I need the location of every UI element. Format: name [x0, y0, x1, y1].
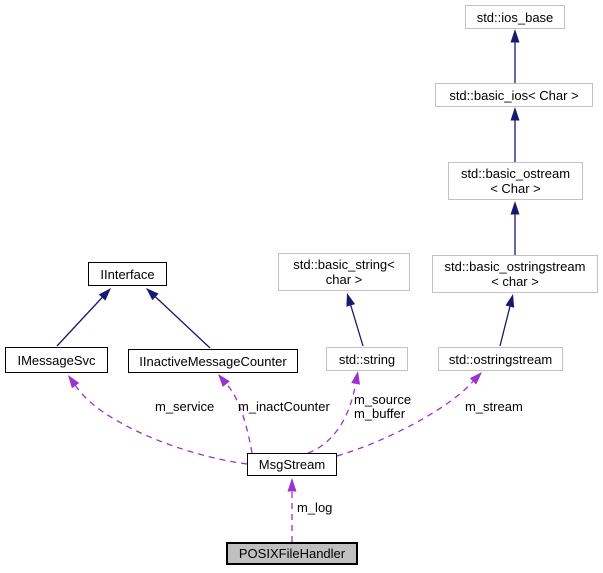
edge-posixfilehandler-to-msgstream [287, 478, 297, 542]
node-msgstream[interactable]: MsgStream [247, 453, 337, 476]
edge-iinactivemessagecounter-to-iinterface [146, 288, 211, 349]
edge-label-m-inactcounter: m_inactCounter [238, 399, 330, 414]
node-iinterface[interactable]: IInterface [88, 262, 167, 286]
node-std-basic-ostringstream: std::basic_ostringstream < char > [432, 255, 598, 293]
edge-msgstream-to-string [307, 371, 360, 454]
edge-msgstream-to-imessagesvc [68, 375, 248, 465]
node-iinactivemessagecounter[interactable]: IInactiveMessageCounter [128, 349, 298, 373]
edge-label-m-log: m_log [297, 500, 333, 515]
edge-string-to-basic-string [346, 293, 364, 347]
node-imessagesvc[interactable]: IMessageSvc [5, 347, 108, 373]
node-std-basic-ostream: std::basic_ostream < Char > [448, 162, 583, 200]
node-std-ostringstream: std::ostringstream [438, 347, 563, 371]
edge-imessagesvc-to-iinterface [56, 288, 111, 347]
edge-basic-ostream-to-basic-ios [510, 107, 520, 162]
node-std-ios-base: std::ios_base [465, 5, 565, 29]
edge-ostringstream-to-basic-ostringstream [499, 294, 515, 347]
node-std-basic-ios: std::basic_ios< Char > [435, 83, 593, 107]
edge-basic-ostringstream-to-basic-ostream [510, 201, 520, 255]
edge-basic-ios-to-ios-base [510, 29, 520, 83]
edge-label-m-stream: m_stream [465, 399, 523, 414]
node-std-string: std::string [326, 347, 408, 371]
edge-msgstream-to-ostringstream [336, 372, 482, 457]
edge-label-m-service: m_service [155, 399, 215, 414]
node-std-basic-string: std::basic_string< char > [278, 253, 410, 291]
edge-label-m-source-m-buffer: m_source m_buffer [354, 392, 412, 421]
edge-msgstream-to-iinactivemessagecounter [218, 374, 253, 454]
node-posixfilehandler: POSIXFileHandler [226, 542, 358, 565]
